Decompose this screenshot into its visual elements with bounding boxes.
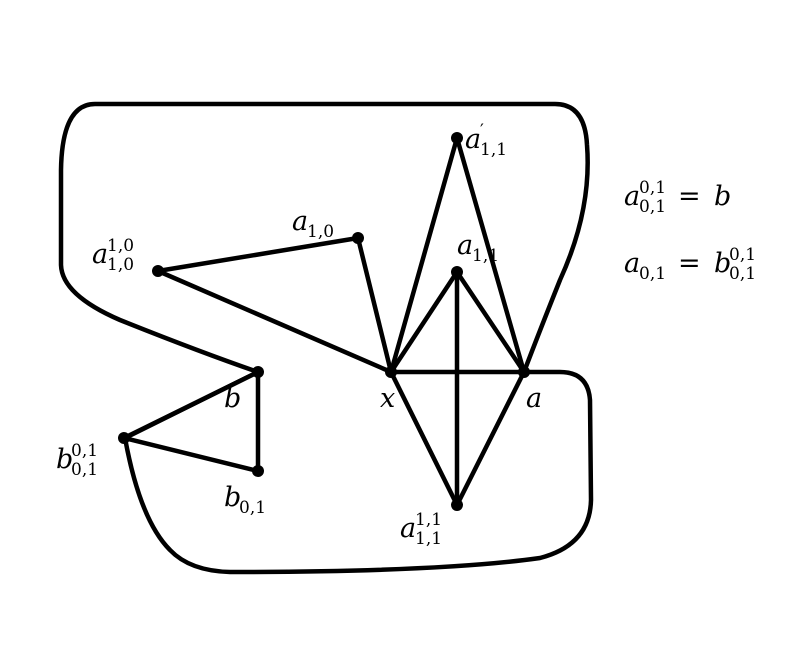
edge-a_prime_11-a	[454, 135, 527, 375]
node-a	[518, 366, 530, 378]
edges	[121, 135, 527, 508]
equation-1-op: =	[678, 181, 701, 212]
label-a_prime_11-prime: ′	[480, 121, 484, 141]
equation-2-rhs-base: b	[714, 248, 731, 279]
node-a10_10	[152, 265, 164, 277]
equation-1-lhs-sup: 0,1	[639, 178, 666, 198]
edge-x-a_11	[388, 269, 460, 375]
edge-a_11-a	[454, 269, 527, 375]
node-b01_01	[118, 432, 130, 444]
label-a_10-sub: 1,0	[307, 222, 334, 242]
label-a_11-base: a	[457, 230, 473, 261]
node-a_11	[451, 266, 463, 278]
label-a_11: a1,1	[457, 230, 499, 266]
label-b-base: b	[224, 383, 241, 414]
edge-b01_01-b_01	[121, 435, 261, 474]
equation-1-rhs-base: b	[714, 181, 731, 212]
region-outline	[58, 101, 594, 575]
label-a-base: a	[526, 383, 542, 414]
label-b_01-sub: 0,1	[239, 498, 266, 518]
label-a10_10-base: a	[92, 239, 108, 270]
equation-2-lhs-base: a	[624, 248, 640, 279]
equation-2-rhs-sub: 0,1	[729, 264, 756, 284]
label-a11_11-base: a	[400, 513, 416, 544]
label-a: a	[526, 383, 542, 414]
label-b01_01-base: b	[56, 444, 73, 475]
node-a11_11	[451, 499, 463, 511]
label-a10_10-sup: 1,0	[107, 236, 134, 256]
label-b_01-base: b	[224, 482, 241, 513]
label-b01_01-sup: 0,1	[71, 441, 98, 461]
label-a_prime_11-sub: 1,1	[480, 140, 507, 160]
edge-b-b01_01	[121, 369, 261, 441]
equation-2-lhs: a0,1	[624, 248, 666, 284]
equation-2-op: =	[678, 248, 701, 279]
equation-1-lhs-base: a	[624, 181, 640, 212]
label-a10_10-sub: 1,0	[107, 255, 134, 275]
label-a_prime_11: a′1,1	[465, 121, 507, 160]
nodes	[118, 132, 530, 511]
edge-x-a11_11	[388, 369, 460, 508]
equation-1-lhs-sub: 0,1	[639, 197, 666, 217]
label-b01_01-sub: 0,1	[71, 460, 98, 480]
label-x-base: x	[380, 383, 395, 414]
label-a11_11-sup: 1,1	[415, 510, 442, 530]
edge-x-a_prime_11	[388, 135, 460, 375]
label-a_10: a1,0	[292, 206, 334, 242]
label-b: b	[224, 383, 241, 414]
edge-a10_10-a_10	[155, 235, 361, 274]
node-b_01	[252, 465, 264, 477]
node-x	[385, 366, 397, 378]
label-a_prime_11-base: a	[465, 124, 481, 155]
node-b	[252, 366, 264, 378]
equation-1-rhs: b	[714, 181, 731, 212]
label-a11_11-sub: 1,1	[415, 529, 442, 549]
label-b_01: b0,1	[224, 482, 266, 518]
edge-a10_10-x	[155, 268, 394, 375]
equation-2-rhs-sup: 0,1	[729, 245, 756, 265]
node-a_10	[352, 232, 364, 244]
label-x: x	[380, 383, 395, 414]
equation-2-lhs-sub: 0,1	[639, 264, 666, 284]
edge-a_10-x	[355, 235, 394, 375]
edge-a11_11-a	[454, 369, 527, 508]
label-a_10-base: a	[292, 206, 308, 237]
node-a_prime_11	[451, 132, 463, 144]
label-a_11-sub: 1,1	[472, 246, 499, 266]
